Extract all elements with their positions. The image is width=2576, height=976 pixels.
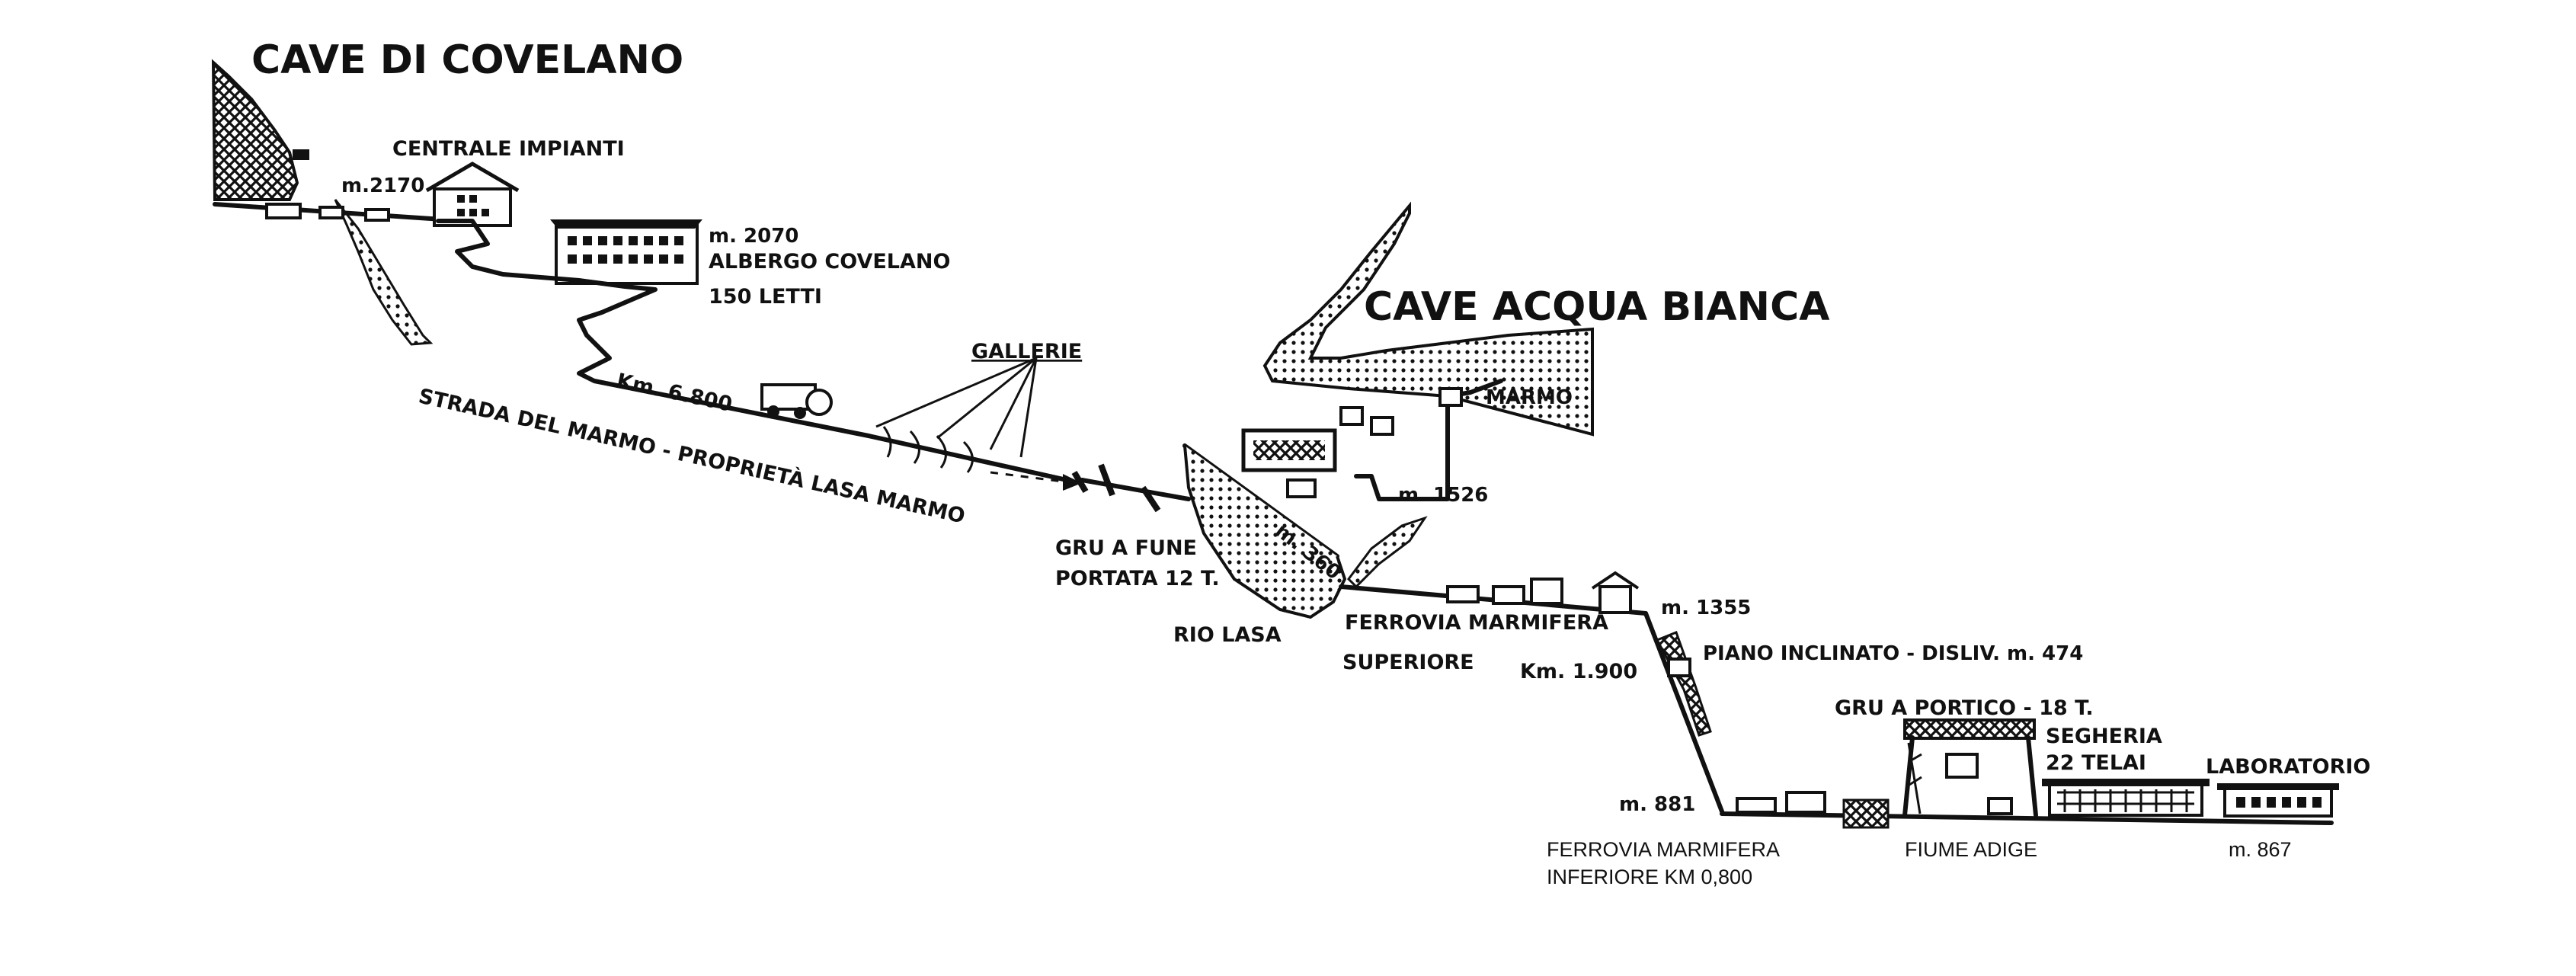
altitude-2070: m. 2070 <box>709 225 798 248</box>
altitude-1526: m. 1526 <box>1398 484 1488 507</box>
zigzag-road <box>436 219 1069 482</box>
railway-wagons-upper <box>1446 578 1563 605</box>
altitude-881: m. 881 <box>1619 793 1695 816</box>
altitude-1355: m. 1355 <box>1661 597 1751 619</box>
fiume-adige-bridge <box>1842 798 1890 829</box>
gru-portico-label: GRU A PORTICO - 18 T. <box>1835 696 2094 720</box>
acqua-bianca-quarry <box>1241 201 1594 501</box>
truck-km-6800 <box>760 383 833 419</box>
laboratorio-building <box>2217 783 2339 818</box>
altitude-867: m. 867 <box>2229 838 2292 861</box>
segheria-building <box>2042 779 2210 817</box>
fiume-adige-label: FIUME ADIGE <box>1905 838 2037 861</box>
gallerie-label: GALLERIE <box>971 340 1082 363</box>
ferrovia-superiore-label-1: FERROVIA MARMIFERA <box>1345 611 1608 635</box>
covelano-quarry-cliff <box>211 59 434 346</box>
gru-fune-label: GRU A FUNE <box>1055 536 1197 560</box>
km-6800-label: Km. 6.800 <box>615 370 734 417</box>
station-1355 <box>1591 571 1640 614</box>
segheria-label: SEGHERIA <box>2046 725 2162 748</box>
quarry-trucks-2170 <box>265 203 390 222</box>
railway-wagons-lower <box>1736 791 1826 814</box>
altitude-2170: m.2170 <box>341 174 424 197</box>
letti-label: 150 LETTI <box>709 285 822 309</box>
ferrovia-inferiore-label-1: FERROVIA MARMIFERA <box>1547 838 1780 861</box>
ferrovia-inferiore-label-2: INFERIORE KM 0,800 <box>1547 866 1752 888</box>
cable-crane <box>1071 443 1428 619</box>
albergo-label: ALBERGO COVELANO <box>709 250 950 274</box>
acqua-bianca-label: CAVE ACQUA BIANCA <box>1364 284 1829 330</box>
rio-lasa-label: RIO LASA <box>1173 623 1282 647</box>
gru-a-portico <box>1902 718 2038 818</box>
telai-label: 22 TELAI <box>2046 751 2146 775</box>
piano-inclinato-label: PIANO INCLINATO - DISLIV. m. 474 <box>1703 642 2083 665</box>
marmo-label: MARMO <box>1486 386 1573 409</box>
piano-inclinato <box>1643 611 1724 814</box>
ferrovia-superiore-label-2: SUPERIORE <box>1342 651 1474 674</box>
albergo-covelano-building <box>550 219 702 285</box>
centrale-impianti-building <box>425 162 520 227</box>
km-1900-label: Km. 1.900 <box>1520 660 1637 683</box>
centrale-impianti-label: CENTRALE IMPIANTI <box>392 137 625 161</box>
laboratorio-label: LABORATORIO <box>2206 755 2370 779</box>
gallerie-tunnels <box>875 357 1082 491</box>
ferrovia-inferiore-track <box>1720 811 2334 825</box>
covelano-quarry-label: CAVE DI COVELANO <box>251 37 683 83</box>
gru-fune-portata-label: PORTATA 12 T. <box>1055 567 1220 590</box>
